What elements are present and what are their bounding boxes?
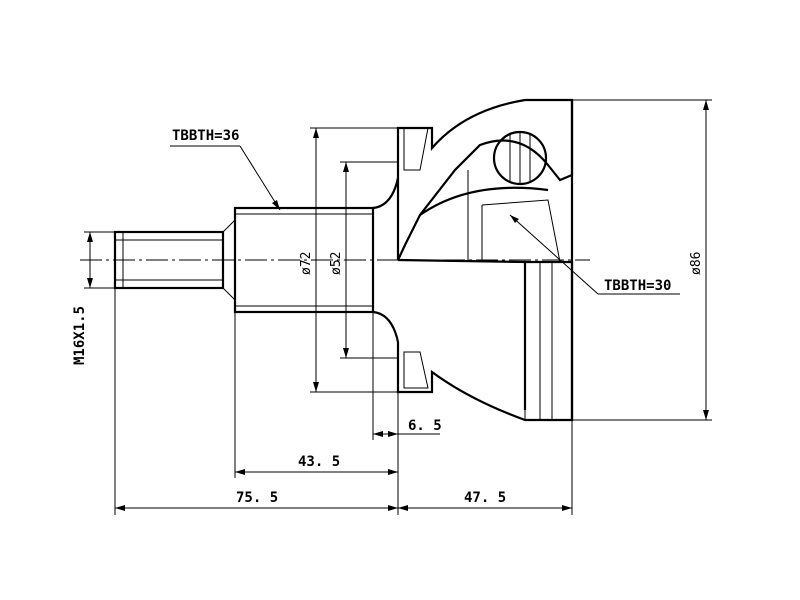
len-6-5-label: 6. 5 bbox=[408, 418, 442, 434]
spline-outer-label: TBBTH=36 bbox=[172, 128, 239, 144]
len-47-5-label: 47. 5 bbox=[464, 490, 506, 506]
thread-label: M16X1.5 bbox=[72, 306, 88, 365]
leader-spline-outer: TBBTH=36 bbox=[170, 128, 281, 211]
spline-inner-label: TBBTH=30 bbox=[604, 278, 671, 294]
dia-72-label: ø72 bbox=[299, 252, 314, 275]
dim-dia-86: ø86 bbox=[572, 99, 712, 421]
dim-len-6-5: 6. 5 bbox=[372, 312, 442, 440]
len-43-5-label: 43. 5 bbox=[298, 454, 340, 470]
bell-housing bbox=[396, 98, 574, 422]
leader-spline-inner: TBBTH=30 bbox=[509, 214, 680, 295]
dim-len-bottom: 75. 5 47. 5 bbox=[114, 288, 573, 515]
dim-dia-52: ø52 bbox=[329, 161, 398, 359]
len-75-5-label: 75. 5 bbox=[236, 490, 278, 506]
dim-len-43-5: 43. 5 bbox=[234, 312, 398, 478]
dim-dia-72: ø72 bbox=[299, 127, 398, 393]
joint-ball bbox=[492, 130, 548, 186]
dia-86-label: ø86 bbox=[689, 252, 704, 275]
dim-thread: M16X1.5 bbox=[72, 231, 115, 365]
dia-52-label: ø52 bbox=[329, 252, 344, 275]
